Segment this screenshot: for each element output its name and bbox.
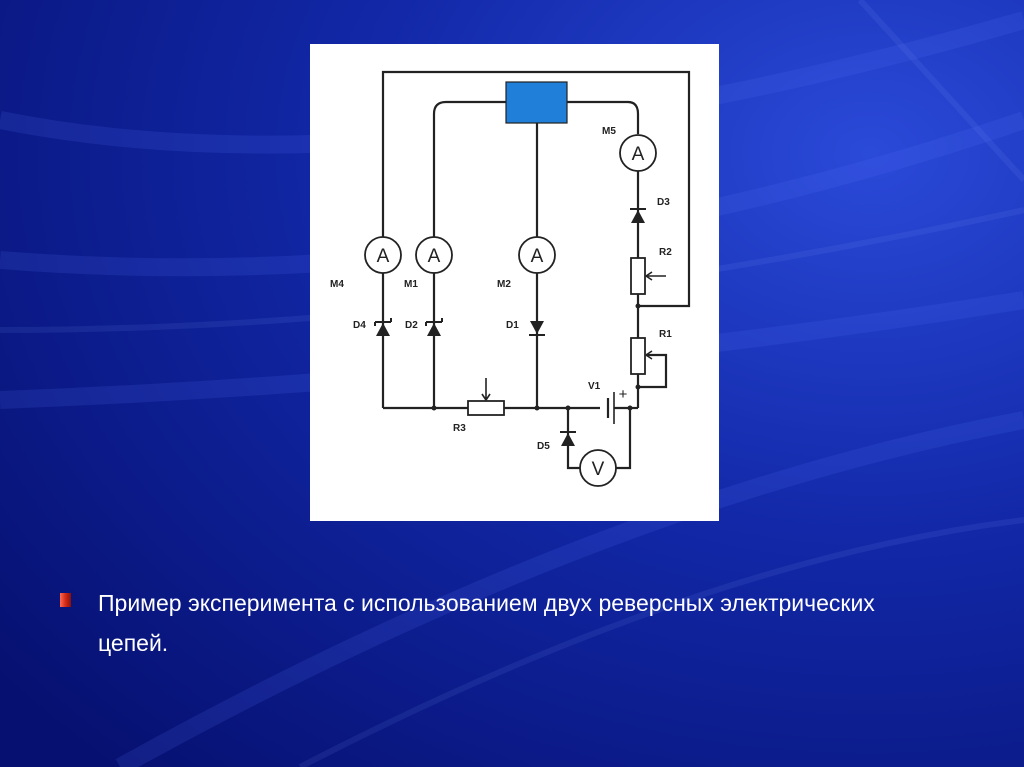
label-r3: R3: [453, 423, 466, 434]
svg-text:A: A: [632, 144, 645, 165]
slide-caption: Пример эксперимента с использованием дву…: [60, 583, 942, 663]
label-v1: V1: [588, 381, 601, 392]
label-d5: D5: [537, 441, 550, 452]
resistor-r2: [630, 257, 666, 295]
diode-d3: [630, 208, 646, 223]
label-d4: D4: [353, 320, 366, 331]
junction-dots: [431, 303, 641, 411]
label-m1: M1: [404, 279, 418, 290]
svg-text:V: V: [592, 459, 605, 480]
ammeter-m2: A: [518, 236, 556, 274]
label-m2: M2: [497, 279, 511, 290]
bullet-icon: [60, 593, 71, 607]
svg-text:+: +: [619, 386, 628, 403]
label-r2: R2: [659, 247, 672, 258]
diode-d4: [374, 318, 392, 336]
battery-v1: +: [600, 386, 628, 424]
caption-text: Пример эксперимента с использованием дву…: [98, 590, 875, 656]
circuit-diagram: A A A A V: [310, 44, 719, 521]
diode-d1: [529, 321, 545, 336]
label-d3: D3: [657, 197, 670, 208]
svg-text:A: A: [531, 246, 544, 267]
svg-text:A: A: [377, 246, 390, 267]
label-d2: D2: [405, 320, 418, 331]
label-d1: D1: [506, 320, 519, 331]
ammeter-m4: A: [364, 236, 402, 274]
label-r1: R1: [659, 329, 672, 340]
ammeter-m5: A: [619, 134, 657, 172]
resistor-r1: [630, 337, 653, 375]
svg-text:A: A: [428, 246, 441, 267]
ammeter-m1: A: [415, 236, 453, 274]
label-m4: M4: [330, 279, 344, 290]
label-m5: M5: [602, 126, 616, 137]
diode-d5: [560, 431, 576, 446]
resistor-r3: [467, 378, 505, 416]
voltmeter: V: [579, 449, 617, 487]
device-block: [505, 81, 568, 124]
diode-d2: [425, 318, 443, 336]
